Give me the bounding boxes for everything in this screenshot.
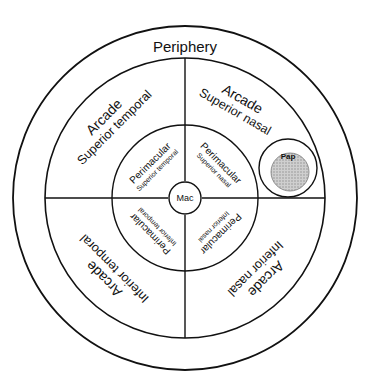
zone-label-group: PerimacularSuperior temporal: [126, 139, 179, 192]
macula-outline: [169, 182, 201, 214]
quadrant-line: [45, 197, 168, 198]
quadrant-line: [184, 215, 185, 338]
zone-label-group: ArcadeInferior nasal: [225, 238, 298, 311]
zone-label-group: PerimacularInferior nasal: [192, 205, 244, 257]
macula-circle: Mac: [168, 181, 202, 215]
arcade-circle: [45, 58, 325, 338]
quadrant-line: [202, 197, 325, 198]
periphery-circle: PeripheryArcadeSuperior temporal ArcadeSu…: [12, 25, 358, 371]
zone-label-group: PerimacularSuperior nasal: [192, 140, 244, 192]
quadrant-line: [184, 58, 185, 181]
zone-title: Periphery: [12, 38, 358, 55]
papilla-circle: Pap: [258, 138, 318, 198]
zone-label: Mac: [176, 193, 193, 203]
zone-label-group: ArcadeInferior temporal: [66, 231, 152, 317]
zone-label-group: PerimacularInferior temporal: [127, 205, 179, 257]
zone-label-group: ArcadeSuperior temporal: [63, 76, 155, 168]
zone-label: Pap: [258, 152, 318, 161]
periphery-outline: [13, 26, 357, 370]
papilla-outline: [259, 139, 317, 197]
zone-label-group: ArcadeSuperior nasal: [196, 71, 281, 138]
circle-outline: [258, 138, 318, 198]
